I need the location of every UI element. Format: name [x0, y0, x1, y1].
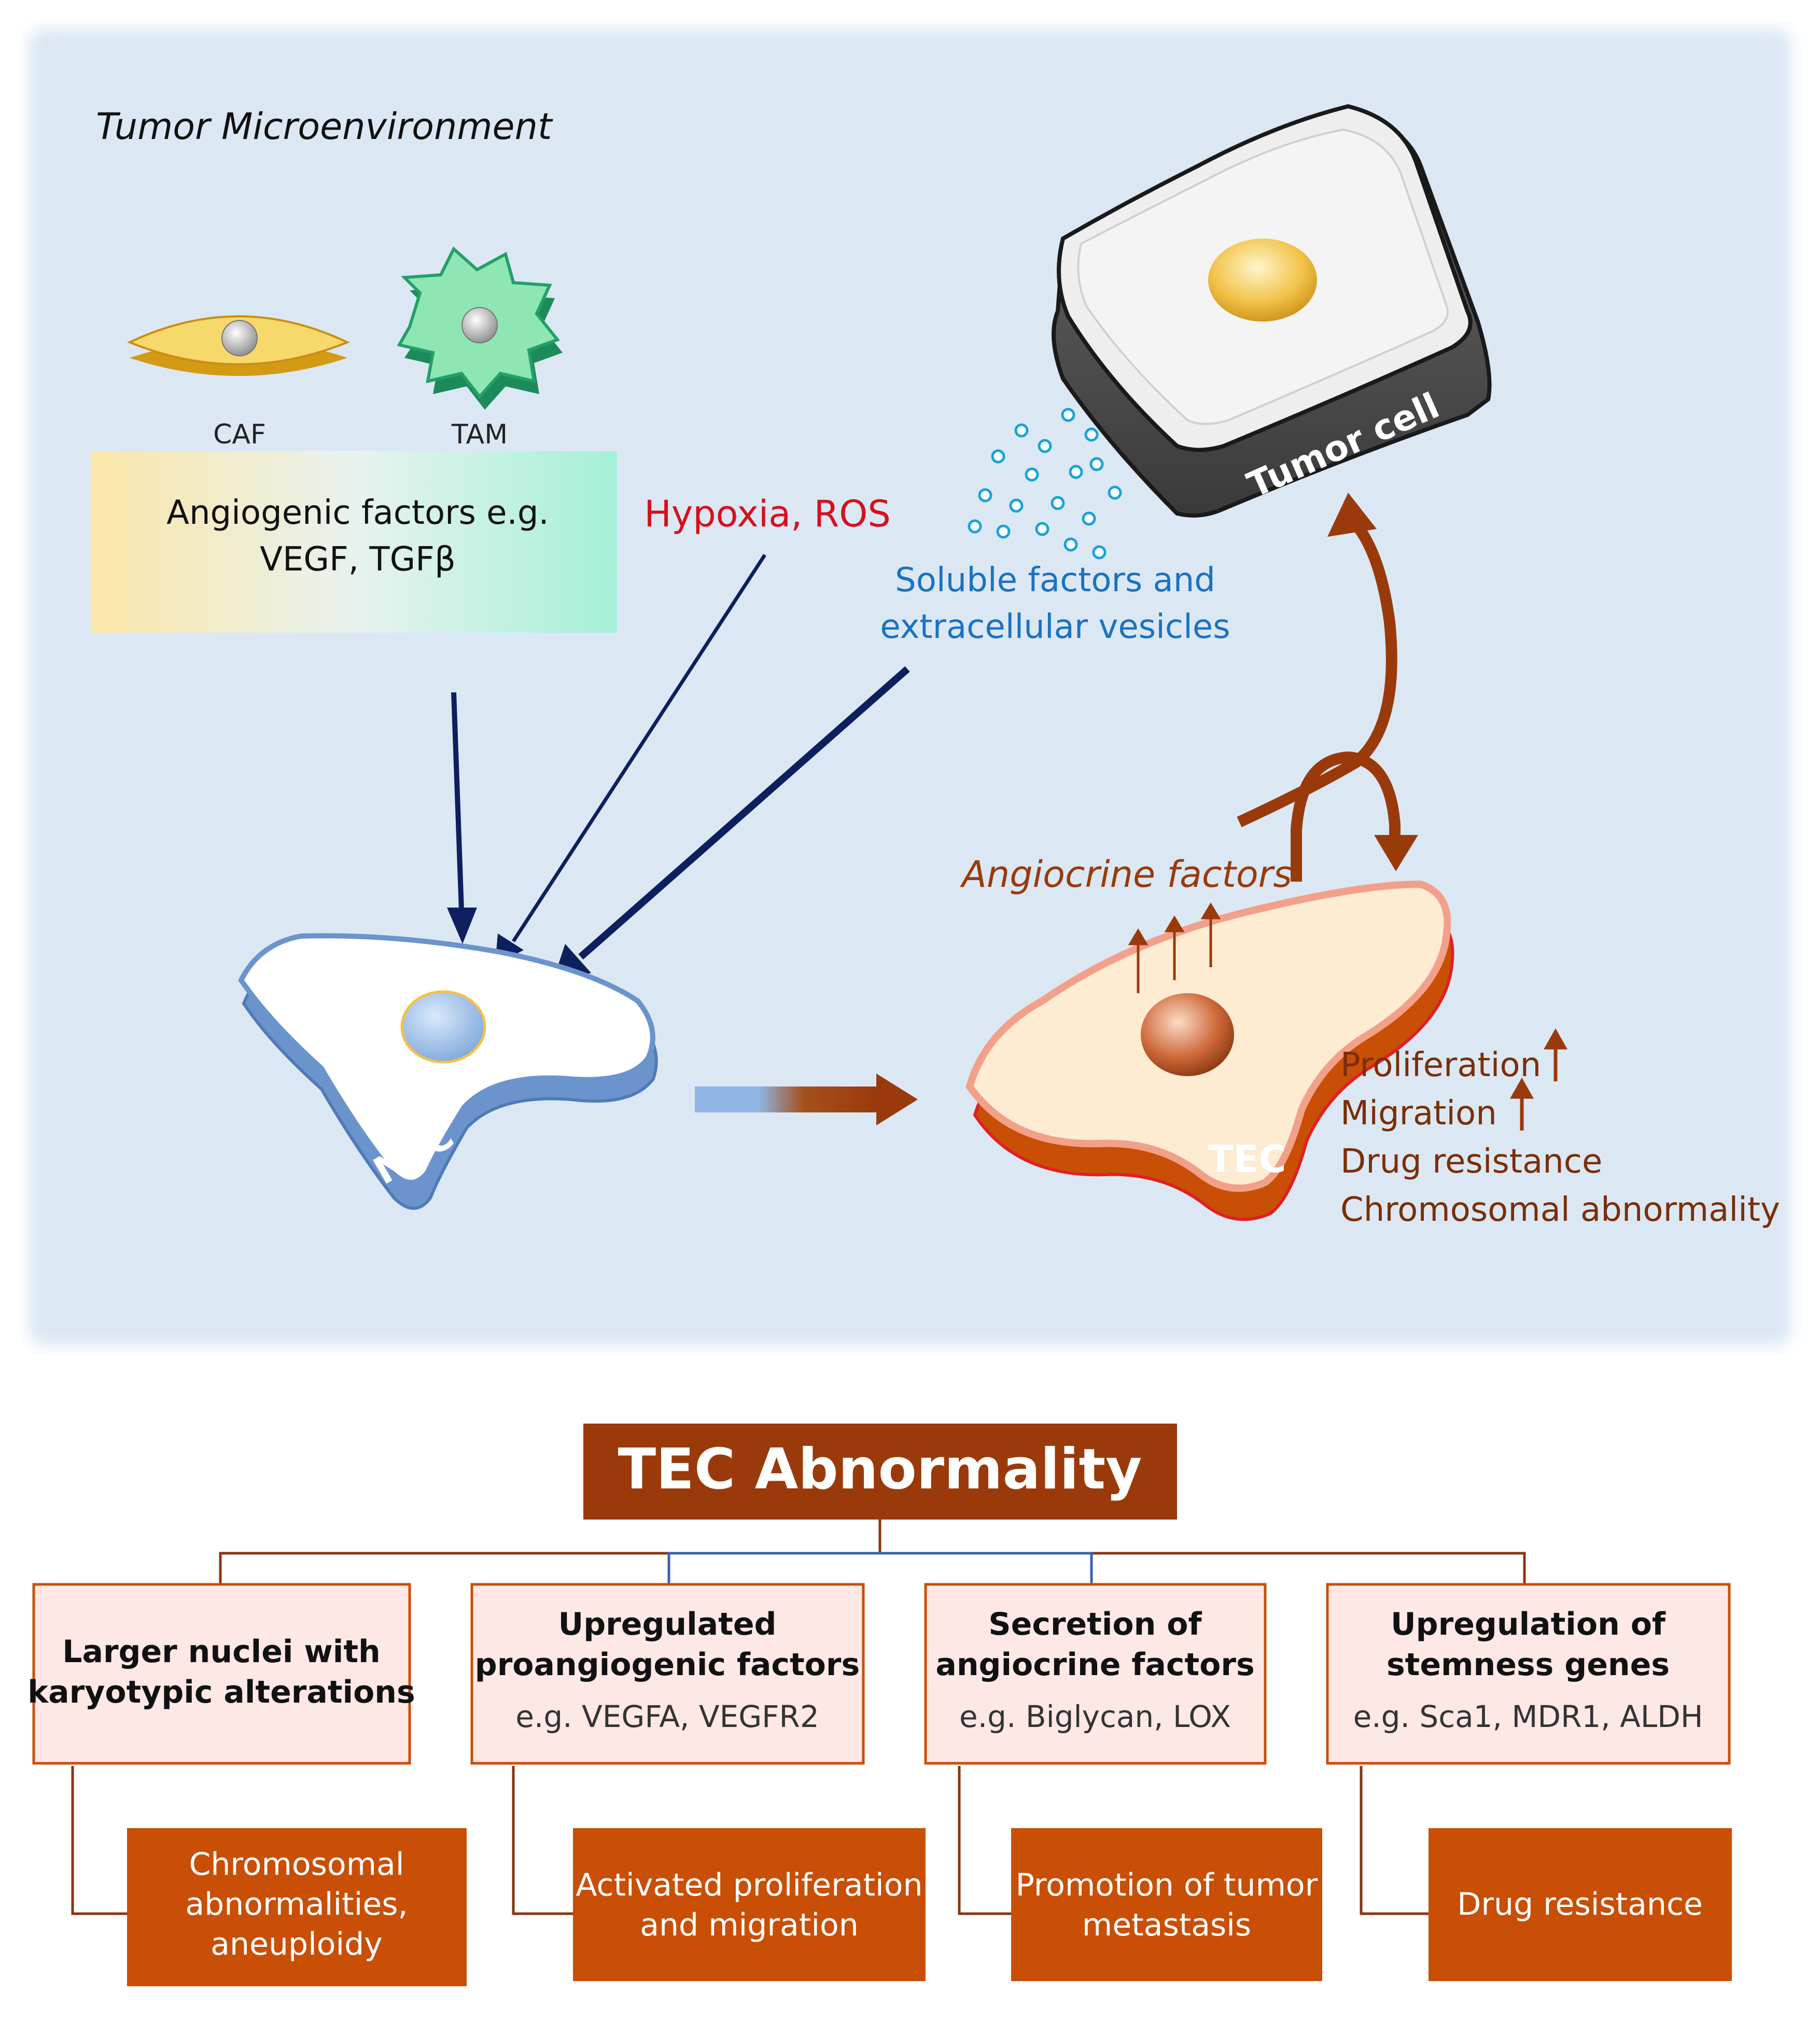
outcome-3-line-1: Promotion of tumor: [1016, 1867, 1318, 1903]
outcome-box-metastasis: Promotion of tumor metastasis: [1011, 1828, 1322, 1981]
angiogenic-line-2: VEGF, TGFβ: [260, 540, 456, 579]
outcome-3-line-2: metastasis: [1082, 1907, 1251, 1943]
tec-cell-icon: [965, 880, 1454, 1221]
arrow-head-loop: [1374, 835, 1418, 871]
extracellular-vesicles-icon: [968, 408, 1122, 560]
branch-4-header-1: Upregulation of: [1391, 1606, 1666, 1642]
branch-3-example: e.g. Biglycan, LOX: [959, 1699, 1231, 1734]
branch-box-stemness: Upregulation of stemness genes e.g. Sca1…: [1326, 1583, 1731, 1765]
branch-1-header-1: Larger nuclei with: [62, 1634, 381, 1670]
tumor-cell-icon: [1052, 104, 1492, 518]
outcome-1-line-3: aneuploidy: [211, 1926, 382, 1962]
branch-box-angiocrine: Secretion of angiocrine factors e.g. Big…: [924, 1583, 1267, 1765]
outcome-box-chromosomal: Chromosomal abnormalities, aneuploidy: [127, 1828, 467, 1986]
outcome-2-line-2: and migration: [640, 1907, 859, 1943]
branch-2-example: e.g. VEGFA, VEGFR2: [515, 1699, 819, 1734]
tec-abnormality-title: TEC Abnormality: [618, 1437, 1142, 1502]
branch-2-header-1: Upregulated: [558, 1606, 777, 1642]
branch-3-header-1: Secretion of: [988, 1606, 1202, 1642]
trait-proliferation: Proliferation: [1340, 1046, 1541, 1084]
tam-label: TAM: [451, 419, 508, 450]
tam-cell-icon: [397, 246, 563, 410]
angiocrine-factors-label: Angiocrine factors: [960, 853, 1292, 896]
tec-abnormality-title-box: [583, 1424, 1177, 1520]
caf-cell-icon: [127, 315, 350, 376]
soluble-factors-line-1: Soluble factors and: [895, 561, 1215, 600]
branch-box-proangiogenic: Upregulated proangiogenic factors e.g. V…: [470, 1583, 865, 1765]
outcome-4-line-1: Drug resistance: [1457, 1886, 1703, 1923]
trait-chromosomal-abnormality: Chromosomal abnormality: [1340, 1191, 1780, 1229]
tree-connectors: [71, 1520, 1526, 1915]
trait-migration: Migration: [1340, 1094, 1497, 1133]
branch-3-header-2: angiocrine factors: [935, 1647, 1254, 1683]
arrow-nec-to-tec: [695, 1074, 918, 1125]
outcome-box-drug-resistance: Drug resistance: [1429, 1828, 1732, 1981]
branch-4-header-2: stemness genes: [1387, 1647, 1670, 1683]
panel-title: Tumor Microenvironment: [96, 105, 553, 148]
tec-label: TEC: [1208, 1137, 1286, 1181]
branch-box-nuclei: Larger nuclei with karyotypic alteration…: [27, 1583, 415, 1765]
arrow-tec-to-tumor: [1237, 511, 1401, 882]
angiogenic-factors-box: [91, 451, 617, 633]
arrow-head-to-tumor: [1327, 493, 1377, 537]
angiocrine-up-arrows: [1128, 902, 1221, 993]
arrow-angiogenic-to-nec: [447, 692, 477, 944]
nec-cell-icon: [238, 933, 658, 1210]
hypoxia-ros-label: Hypoxia, ROS: [644, 493, 891, 535]
microenvironment-panel: [41, 41, 1779, 1333]
branch-4-example: e.g. Sca1, MDR1, ALDH: [1353, 1699, 1703, 1734]
branch-2-header-2: proangiogenic factors: [475, 1647, 860, 1683]
trait-drug-resistance: Drug resistance: [1340, 1143, 1602, 1181]
soluble-factors-line-2: extracellular vesicles: [880, 608, 1230, 646]
branch-1-header-2: karyotypic alterations: [27, 1674, 415, 1710]
outcome-2-line-1: Activated proliferation: [576, 1867, 923, 1903]
outcome-1-line-2: abnormalities,: [185, 1886, 408, 1923]
up-arrow-icon: [1509, 1028, 1568, 1131]
outcome-box-proliferation: Activated proliferation and migration: [573, 1828, 926, 1981]
caf-label: CAF: [213, 419, 266, 450]
outcome-1-line-1: Chromosomal: [189, 1846, 404, 1883]
angiogenic-line-1: Angiogenic factors e.g.: [166, 494, 549, 532]
